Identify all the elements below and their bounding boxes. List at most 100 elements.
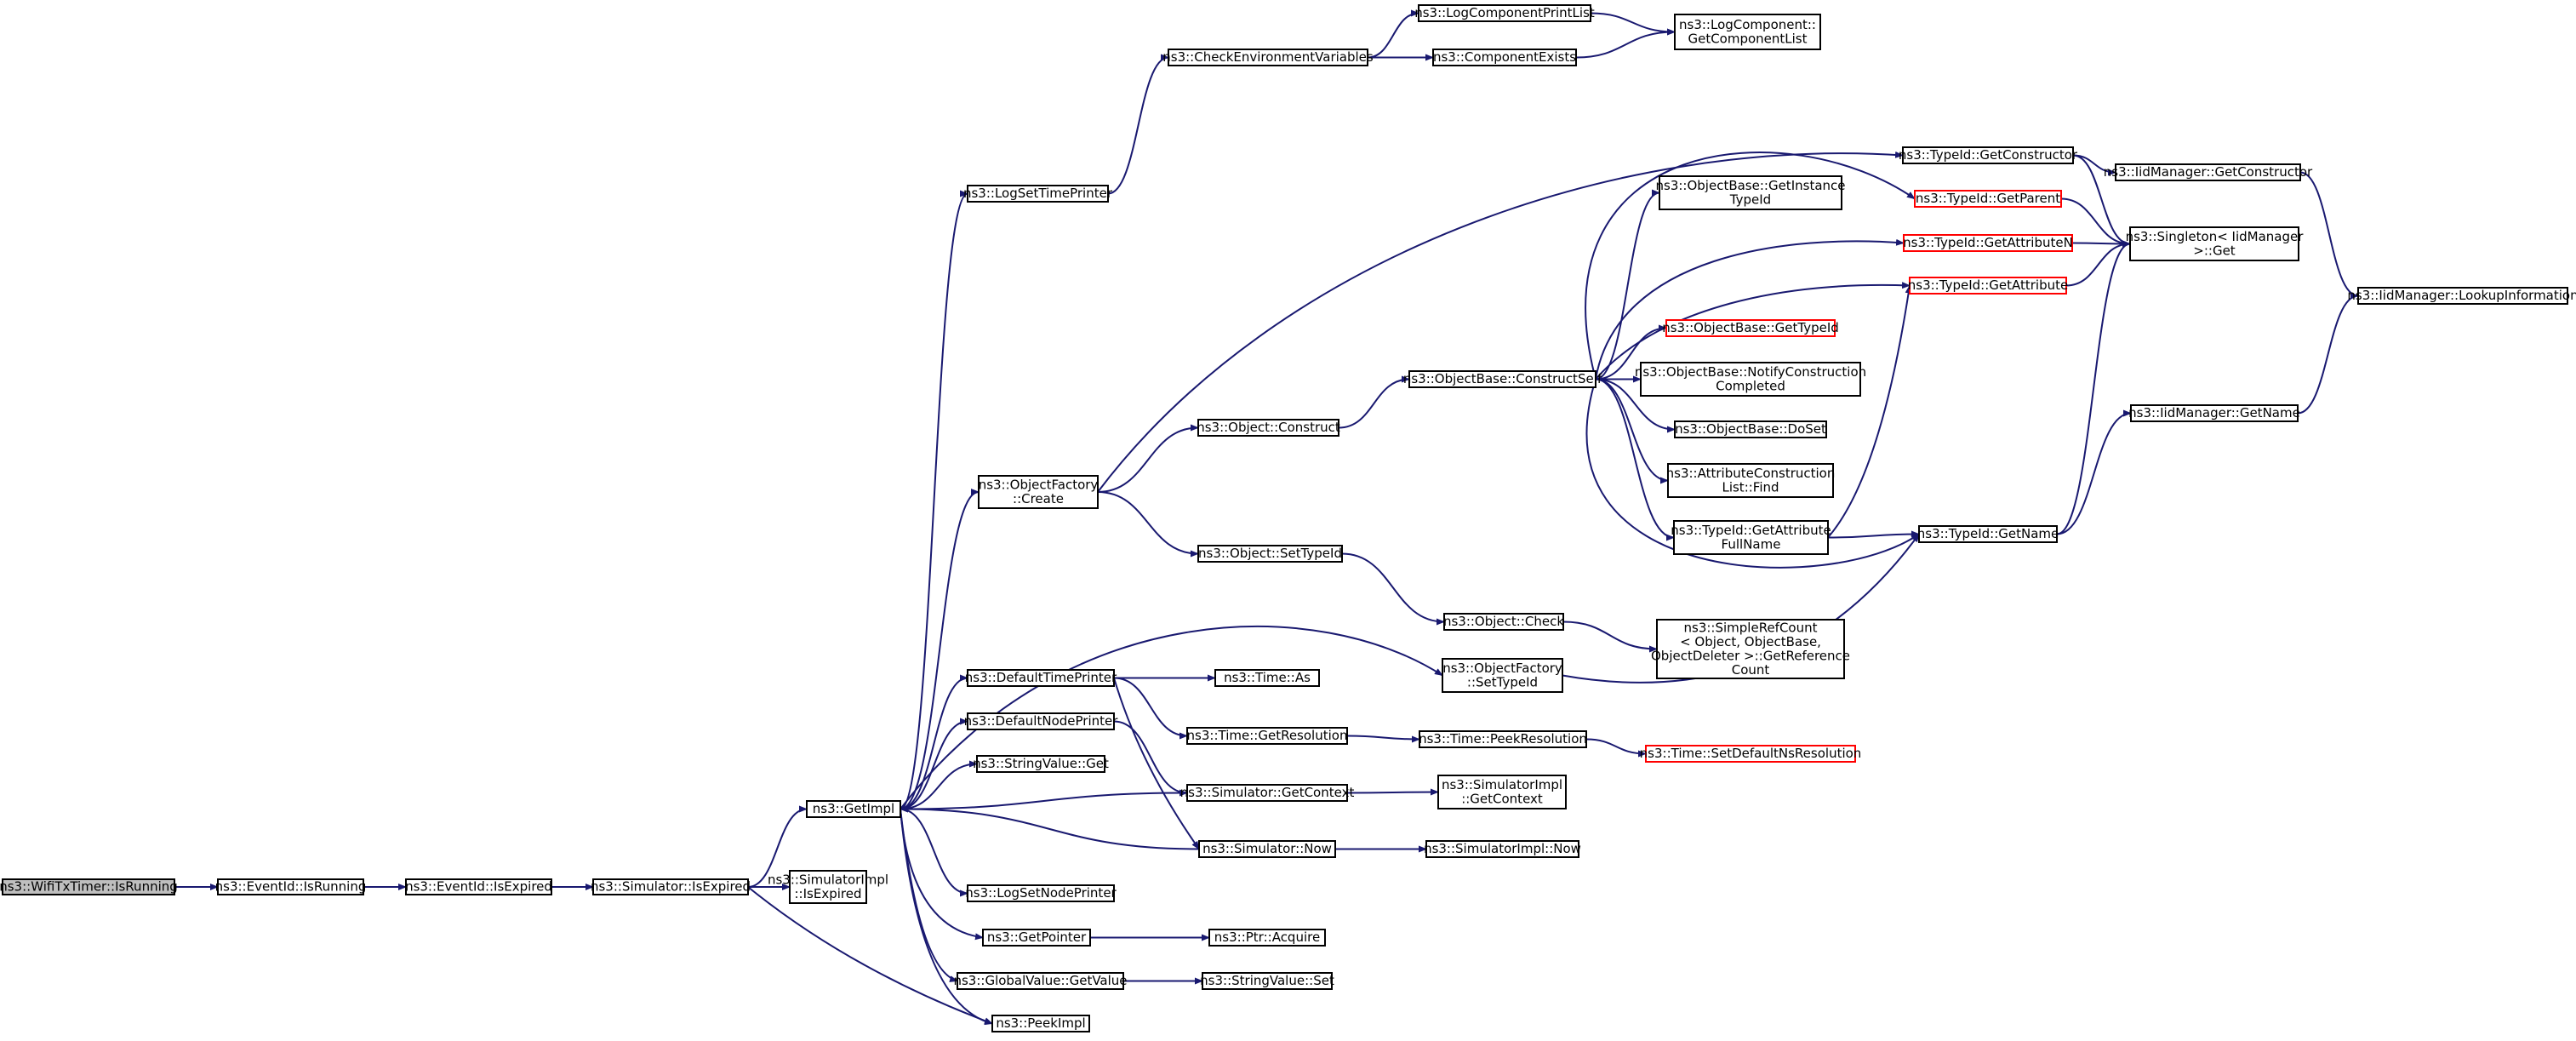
node-sim_getcontext[interactable]: ns3::Simulator::GetContext xyxy=(1180,784,1355,802)
edge-time_getresolution-to-time_peekresolution xyxy=(1346,735,1420,743)
node-iid_getconstructor[interactable]: ns3::IidManager::GetConstructor xyxy=(2104,163,2313,181)
node-stringvalue_get[interactable]: ns3::StringValue::Get xyxy=(973,755,1109,773)
node-sim_now[interactable]: ns3::Simulator::Now xyxy=(1198,840,1336,858)
node-root[interactable]: ns3::WifiTxTimer::IsRunning xyxy=(0,878,178,895)
node-box-eid_isrunning xyxy=(217,878,364,895)
node-iid_lookup[interactable]: ns3::IidManager::LookupInformation xyxy=(2347,287,2576,305)
node-checkenv[interactable]: ns3::CheckEnvironmentVariables xyxy=(1162,49,1374,66)
node-ob_doset[interactable]: ns3::ObjectBase::DoSet xyxy=(1674,420,1827,438)
node-label-time_setdefaultns: ns3::Time::SetDefaultNsResolution xyxy=(1640,746,1862,761)
node-simimpl_getcontext[interactable]: ns3::SimulatorImpl::GetContext xyxy=(1437,775,1567,809)
node-eid_isexpired[interactable]: ns3::EventId::IsExpired xyxy=(405,878,552,895)
node-box-tid_getattribute xyxy=(1909,277,2067,295)
node-label-getattrfullname: FullName xyxy=(1722,536,1781,552)
node-box-tid_getattributen xyxy=(1903,234,2073,252)
node-box-notifyconstruction xyxy=(1640,362,1861,397)
node-time_as[interactable]: ns3::Time::As xyxy=(1214,669,1320,687)
node-obj_construct[interactable]: ns3::Object::Construct xyxy=(1197,419,1340,437)
edge-tid_getparent-to-singleton_get xyxy=(2060,197,2131,248)
node-box-time_getresolution xyxy=(1186,727,1348,745)
node-obj_check[interactable]: ns3::Object::Check xyxy=(1443,613,1564,631)
node-notifyconstruction[interactable]: ns3::ObjectBase::NotifyConstructionCompl… xyxy=(1635,362,1866,397)
node-simimpl_now[interactable]: ns3::SimulatorImpl::Now xyxy=(1424,840,1581,858)
node-obj_settypeid[interactable]: ns3::Object::SetTypeId xyxy=(1197,545,1343,563)
edge-iid_getname-to-iid_lookup xyxy=(2297,292,2359,415)
node-sim_isexpired[interactable]: ns3::Simulator::IsExpired xyxy=(591,878,751,895)
node-objfactory_create[interactable]: ns3::ObjectFactory::Create xyxy=(978,475,1099,509)
node-logcompgetlist[interactable]: ns3::LogComponent::GetComponentList xyxy=(1674,14,1821,50)
edge-tid_getname-to-singleton_get xyxy=(2056,240,2131,535)
edge-getattrfullname-to-tid_getname xyxy=(1827,530,1920,539)
node-defaultnodeprinter[interactable]: ns3::DefaultNodePrinter xyxy=(964,712,1119,730)
node-label-logsettimeprinter: ns3::LogSetTimePrinter xyxy=(963,186,1113,201)
edge-iid_getconstructor-to-iid_lookup xyxy=(2299,171,2359,300)
node-globalvalue_getvalue[interactable]: ns3::GlobalValue::GetValue xyxy=(953,972,1128,990)
node-constructself[interactable]: ns3::ObjectBase::ConstructSelf xyxy=(1403,370,1602,388)
node-box-obj_construct xyxy=(1197,419,1339,437)
node-defaulttimeprinter[interactable]: ns3::DefaultTimePrinter xyxy=(965,669,1117,687)
node-label-eid_isexpired: ns3::EventId::IsExpired xyxy=(405,879,552,895)
node-box-compexists xyxy=(1432,49,1577,66)
edge-constructself-to-ob_gettypeid xyxy=(1595,324,1667,380)
node-logsetnodeprinter[interactable]: ns3::LogSetNodePrinter xyxy=(965,884,1117,902)
edge-compexists-to-logcompgetlist xyxy=(1575,28,1676,59)
node-time_peekresolution[interactable]: ns3::Time::PeekResolution xyxy=(1419,730,1587,748)
node-peekimpl[interactable]: ns3::PeekImpl xyxy=(991,1015,1090,1032)
node-label-simplerefcount: ns3::SimpleRefCount xyxy=(1684,620,1818,635)
node-stringvalue_set[interactable]: ns3::StringValue::Set xyxy=(1200,972,1334,990)
node-getpointer[interactable]: ns3::GetPointer xyxy=(982,929,1091,947)
node-getimpl[interactable]: ns3::GetImpl xyxy=(806,800,901,818)
node-box-obj_settypeid xyxy=(1197,545,1343,563)
node-label-constructself: ns3::ObjectBase::ConstructSelf xyxy=(1403,371,1602,386)
node-objfactory_settypeid[interactable]: ns3::ObjectFactory::SetTypeId xyxy=(1442,658,1563,693)
edge-getimpl-to-defaultnodeprinter xyxy=(900,718,968,810)
node-label-ob_doset: ns3::ObjectBase::DoSet xyxy=(1675,421,1826,437)
node-iid_getname[interactable]: ns3::IidManager::GetName xyxy=(2128,404,2300,422)
node-tid_getconstructor[interactable]: ns3::TypeId::GetConstructor xyxy=(1899,146,2078,164)
node-box-attrconstfind xyxy=(1667,463,1834,498)
edge-objfactory_create-to-obj_construct xyxy=(1097,424,1199,493)
node-label-logcompprintlist: ns3::LogComponentPrintList xyxy=(1414,5,1595,20)
node-label-stringvalue_get: ns3::StringValue::Get xyxy=(973,756,1109,771)
node-ob_gettypeid[interactable]: ns3::ObjectBase::GetTypeId xyxy=(1662,319,1839,337)
node-label-obj_construct: ns3::Object::Construct xyxy=(1197,420,1340,435)
node-time_setdefaultns[interactable]: ns3::Time::SetDefaultNsResolution xyxy=(1640,745,1862,763)
node-tid_getattribute[interactable]: ns3::TypeId::GetAttribute xyxy=(1908,277,2068,295)
edge-logsettimeprinter-to-checkenv xyxy=(1107,54,1169,195)
node-time_getresolution[interactable]: ns3::Time::GetResolution xyxy=(1186,727,1348,745)
node-ptr_acquire[interactable]: ns3::Ptr::Acquire xyxy=(1208,929,1326,947)
node-label-simimpl_isexpired: ns3::SimulatorImpl xyxy=(768,872,888,887)
edge-constructself-to-getattrfullname xyxy=(1595,378,1675,541)
node-box-objfactory_settypeid xyxy=(1442,658,1563,693)
edge-getimpl-to-logsetnodeprinter xyxy=(900,808,968,897)
node-box-logsettimeprinter xyxy=(967,185,1109,203)
node-logcompprintlist[interactable]: ns3::LogComponentPrintList xyxy=(1414,4,1595,22)
node-tid_getname[interactable]: ns3::TypeId::GetName xyxy=(1917,525,2059,543)
edge-constructself-to-tid_getname xyxy=(1585,379,1920,569)
node-label-peekimpl: ns3::PeekImpl xyxy=(996,1015,1085,1031)
edge-obj_construct-to-constructself xyxy=(1338,375,1410,429)
node-box-eid_isexpired xyxy=(405,878,552,895)
node-label-obj_settypeid: ns3::Object::SetTypeId xyxy=(1198,546,1342,561)
node-logsettimeprinter[interactable]: ns3::LogSetTimePrinter xyxy=(963,185,1113,203)
node-eid_isrunning[interactable]: ns3::EventId::IsRunning xyxy=(215,878,367,895)
node-compexists[interactable]: ns3::ComponentExists xyxy=(1432,49,1577,66)
node-label-tid_getconstructor: ns3::TypeId::GetConstructor xyxy=(1899,147,2078,163)
node-box-stringvalue_set xyxy=(1202,972,1333,990)
node-label-sim_now: ns3::Simulator::Now xyxy=(1202,841,1332,856)
node-singleton_get[interactable]: ns3::Singleton< IidManager>::Get xyxy=(2126,226,2305,261)
node-box-time_setdefaultns xyxy=(1645,745,1856,763)
node-tid_getparent[interactable]: ns3::TypeId::GetParent xyxy=(1914,190,2062,208)
edge-logcompprintlist-to-logcompgetlist xyxy=(1590,12,1676,36)
node-tid_getattributen[interactable]: ns3::TypeId::GetAttributeN xyxy=(1903,234,2073,252)
edge-constructself-to-getinstancetypeid xyxy=(1595,189,1660,380)
edge-time_peekresolution-to-time_setdefaultns xyxy=(1585,738,1647,758)
node-simplerefcount[interactable]: ns3::SimpleRefCount< Object, ObjectBase,… xyxy=(1651,619,1850,679)
edge-constructself-to-tid_getattributen xyxy=(1595,238,1905,380)
node-label-simimpl_isexpired: ::IsExpired xyxy=(795,886,862,901)
node-label-time_peekresolution: ns3::Time::PeekResolution xyxy=(1419,731,1587,746)
node-simimpl_isexpired[interactable]: ns3::SimulatorImpl::IsExpired xyxy=(768,870,888,904)
